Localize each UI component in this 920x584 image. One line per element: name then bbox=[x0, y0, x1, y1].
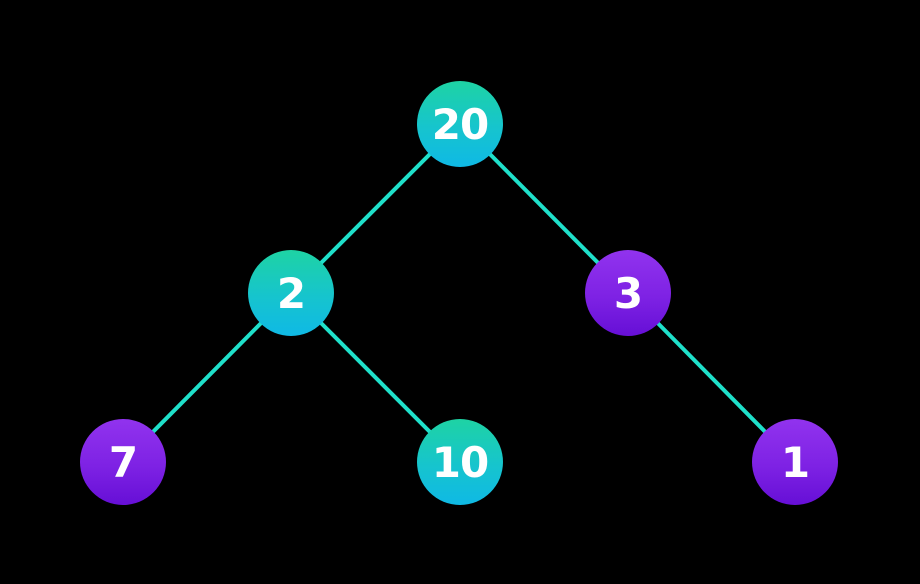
tree-node-left-right-label: 10 bbox=[431, 437, 489, 487]
tree-node-root: 20 bbox=[417, 81, 503, 167]
tree-node-right-right: 1 bbox=[752, 419, 838, 505]
tree-node-left-right: 10 bbox=[417, 419, 503, 505]
tree-node-left: 2 bbox=[248, 250, 334, 336]
tree-node-right-label: 3 bbox=[613, 268, 643, 318]
tree-node-root-label: 20 bbox=[431, 99, 489, 149]
tree-node-right: 3 bbox=[585, 250, 671, 336]
tree-node-left-label: 2 bbox=[276, 268, 306, 318]
tree-node-left-left-label: 7 bbox=[108, 437, 138, 487]
tree-node-left-left: 7 bbox=[80, 419, 166, 505]
tree-node-right-right-label: 1 bbox=[780, 437, 810, 487]
